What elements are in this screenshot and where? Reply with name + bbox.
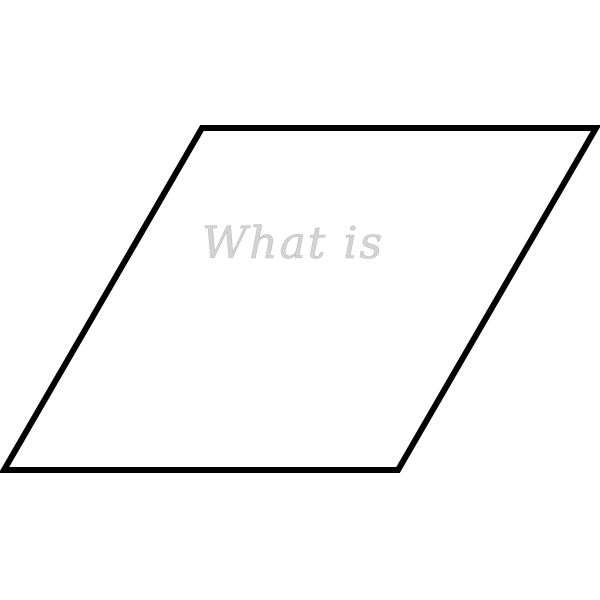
handwritten-text: What is: [202, 218, 384, 269]
parallelogram-shape: [0, 125, 600, 473]
